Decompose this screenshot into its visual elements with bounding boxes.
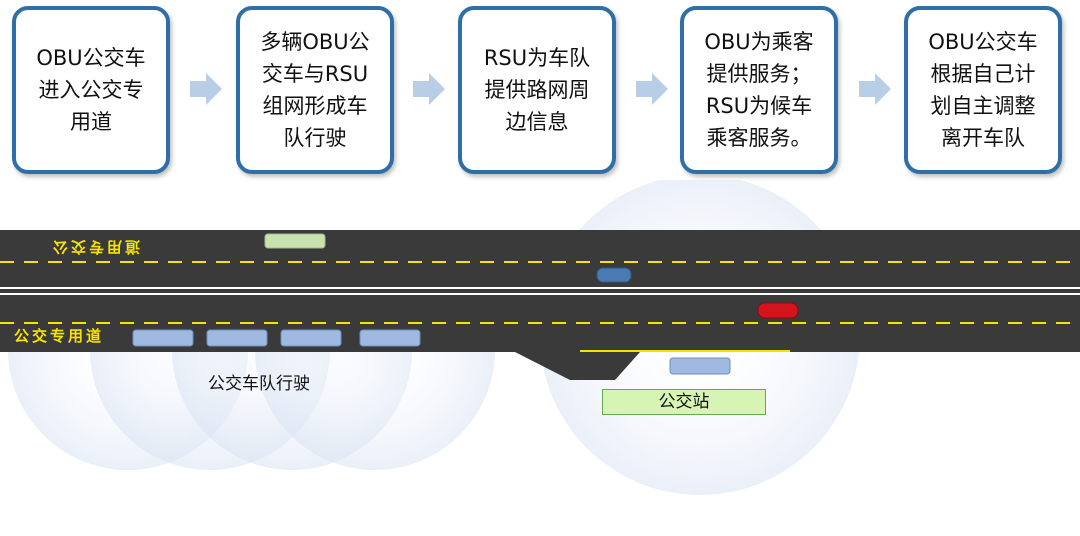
bus-station-label: 公交站 — [602, 389, 766, 415]
step-text-line: 乘客服务。 — [706, 126, 812, 150]
bus-platoon-4 — [359, 329, 421, 347]
step-text-line: 交车与RSU — [261, 62, 369, 86]
step-box-1: OBU公交车进入公交专用道 — [12, 6, 170, 174]
step-text-line: 进入公交专 — [38, 78, 144, 102]
step-text-line: OBU公交车 — [36, 46, 146, 70]
step-text-line: 划自主调整 — [930, 94, 1036, 118]
step-text-line: OBU为乘客 — [704, 30, 814, 54]
step-text-line: 提供路网周 — [484, 78, 590, 102]
top-lane-label: 道用专交公 — [50, 238, 140, 256]
step-text-line: 多辆OBU公 — [260, 30, 370, 54]
road-surface — [0, 230, 1080, 380]
step-box-2: 多辆OBU公交车与RSU 组网形成车队行驶 — [236, 6, 394, 174]
road-scene: 道用专交公 公交专用道 — [0, 180, 1080, 495]
step-box-3: RSU为车队提供路网周边信息 — [458, 6, 616, 174]
step-text-line: 离开车队 — [941, 126, 1025, 150]
step-box-5: OBU公交车根据自己计划自主调整离开车队 — [904, 6, 1062, 174]
step-text-line: 边信息 — [505, 110, 569, 134]
step-text-line: OBU公交车 — [928, 30, 1038, 54]
step-text-line: 组网形成车 — [262, 94, 368, 118]
step-text-line: RSU为候车 — [705, 94, 813, 118]
bus-platoon-1 — [132, 329, 194, 347]
step-text-line: 提供服务； — [706, 62, 812, 86]
step-text-line: RSU为车队 — [483, 46, 591, 70]
arrow-right-icon — [413, 73, 445, 105]
bus-platoon-3 — [280, 329, 342, 347]
bus-platoon-2 — [206, 329, 268, 347]
arrow-right-icon — [190, 73, 222, 105]
arrow-right-icon — [636, 73, 668, 105]
lane-label-text: 道用专交公 — [50, 238, 140, 256]
bottom-lane-label: 公交专用道 — [14, 327, 104, 345]
step-box-4: OBU为乘客提供服务； RSU为候车乘客服务。 — [680, 6, 838, 174]
bus-station — [669, 357, 731, 375]
red-car — [757, 302, 799, 319]
lane-label-text: 公交专用道 — [14, 327, 104, 345]
platoon-label: 公交车队行驶 — [208, 374, 310, 394]
blue-car — [596, 267, 632, 283]
bus-top — [264, 233, 326, 249]
step-text-line: 队行驶 — [283, 126, 347, 150]
step-text-line: 用道 — [70, 110, 112, 134]
step-text-line: 根据自己计 — [930, 62, 1036, 86]
arrow-right-icon — [859, 73, 891, 105]
